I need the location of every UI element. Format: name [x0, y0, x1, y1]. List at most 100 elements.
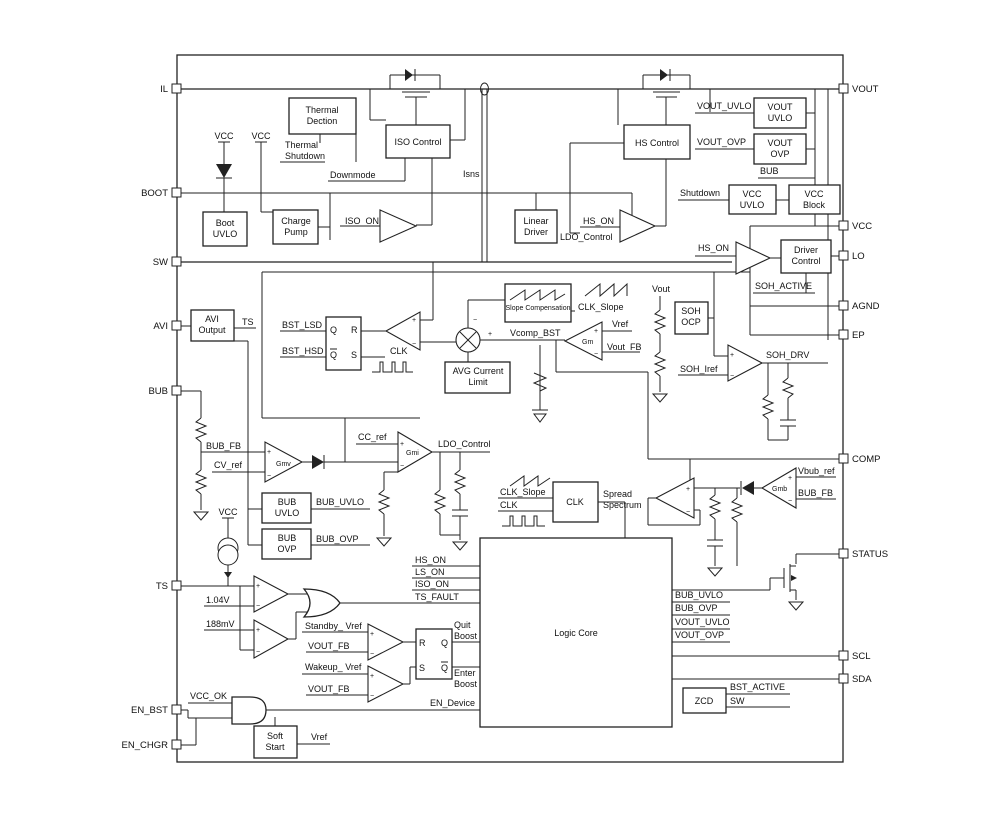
pwm-comparator: + −	[384, 311, 421, 351]
pin-ep: EP	[838, 329, 865, 341]
standby-comparator: + −	[367, 623, 405, 661]
svg-text:Logic Core: Logic Core	[554, 628, 598, 638]
bst-sr-latch: Q Q R S	[325, 316, 362, 371]
pin-sw: SW	[153, 256, 182, 268]
boost-sr-latch: R Q S Q	[415, 628, 453, 680]
pin-lo: LO	[838, 250, 865, 262]
bub-divider	[181, 390, 210, 521]
ls-on-input: LS_ON	[415, 567, 445, 577]
bub-ovp-output: BUB_OVP	[675, 603, 718, 613]
svg-text:LO: LO	[852, 251, 865, 262]
svg-text:EN_BST: EN_BST	[131, 705, 168, 716]
wakeup-vref-label: Wakeup_ Vref	[305, 662, 362, 672]
svg-text:AGND: AGND	[852, 301, 880, 312]
bub-uvlo-output: BUB_UVLO	[675, 590, 723, 600]
svg-text:LDO_Control: LDO_Control	[560, 232, 613, 242]
svg-text:−: −	[400, 463, 404, 470]
pin-en-bst: EN_BST	[131, 704, 182, 716]
svg-text:+: +	[594, 328, 598, 335]
svg-text:VCC: VCC	[852, 221, 872, 232]
svg-text:−: −	[473, 317, 477, 324]
svg-text:+: +	[686, 486, 690, 493]
main-rails	[181, 82, 839, 419]
shutdown-signal: Shutdown	[680, 188, 720, 198]
vcc-boot-node: VCC	[214, 131, 234, 212]
svg-text:R: R	[351, 325, 358, 335]
bub-ovp-signal: BUB_OVP	[316, 534, 359, 544]
svg-text:SCL: SCL	[852, 651, 870, 662]
svg-text:EP: EP	[852, 330, 865, 341]
bub-fb-label-2: BUB_FB	[798, 488, 833, 498]
vref-label-1: Vref	[612, 319, 629, 329]
svg-text:Gmb: Gmb	[772, 486, 787, 493]
vout-uvlo-output: VOUT_UVLO	[675, 617, 730, 627]
iso-fet	[369, 69, 466, 141]
hs-fet	[617, 69, 711, 125]
ts-or-gate	[288, 588, 341, 640]
vout-fb-label-1: Vout_FB	[607, 342, 642, 352]
hs-on-input: HS_ON	[415, 555, 446, 565]
pin-bub: BUB	[148, 385, 182, 397]
pin-boot: BOOT	[141, 187, 182, 199]
svg-text:Q: Q	[441, 638, 448, 648]
svg-text:+: +	[412, 317, 416, 324]
svg-text:VCC: VCC	[251, 131, 271, 141]
svg-text:+: +	[256, 627, 260, 634]
svg-text:+: +	[256, 583, 260, 590]
svg-text:HS_ON: HS_ON	[698, 243, 729, 253]
svg-text:−: −	[594, 351, 598, 358]
iso-control-block: ISO Control	[385, 124, 451, 159]
downmode-label: Downmode	[330, 170, 376, 180]
svg-text:+: +	[488, 331, 492, 338]
cv-ref-label: CV_ref	[214, 460, 243, 470]
svg-text:+: +	[730, 352, 734, 359]
pin-agnd: AGND	[838, 300, 880, 312]
vout-uvlo-signal: VOUT_UVLO	[697, 101, 752, 111]
v104-label: 1.04V	[206, 595, 230, 605]
pin-en-chgr: EN_CHGR	[122, 739, 182, 751]
svg-text:AVI: AVI	[153, 321, 168, 332]
vout-ovp-output: VOUT_OVP	[675, 630, 724, 640]
svg-text:−: −	[267, 473, 271, 480]
svg-text:+: +	[400, 441, 404, 448]
svg-text:−: −	[370, 693, 374, 700]
en-device-label: EN_Device	[430, 698, 475, 708]
clk-slope-label-2: CLK_Slope	[500, 487, 546, 497]
svg-text:Gm: Gm	[582, 339, 593, 346]
svg-text:Q: Q	[441, 663, 448, 673]
svg-text:EN_CHGR: EN_CHGR	[122, 740, 169, 751]
svg-text:HS_ON: HS_ON	[583, 216, 614, 226]
pin-vcc: VCC	[838, 220, 872, 232]
svg-text:HS Control: HS Control	[635, 138, 679, 148]
svg-text:−: −	[370, 651, 374, 658]
svg-text:IL: IL	[160, 84, 168, 95]
gm-amplifier: Gm + −	[563, 321, 603, 361]
pin-status: STATUS	[838, 548, 888, 560]
svg-text:SW: SW	[153, 257, 168, 268]
gmv-amplifier: Gmv + −	[264, 441, 304, 483]
cc-ref-label: CC_ref	[358, 432, 387, 442]
svg-text:Q: Q	[330, 350, 337, 360]
svg-text:Gmv: Gmv	[276, 461, 291, 468]
vbub-ref-label: Vbub_ref	[798, 466, 835, 476]
vcc-ok-label: VCC_OK	[190, 691, 227, 701]
soh-drv-amp: + −	[727, 344, 764, 382]
wakeup-comparator: + −	[367, 665, 405, 703]
svg-text:BOOT: BOOT	[141, 188, 168, 199]
bub-fb-label-1: BUB_FB	[206, 441, 241, 451]
